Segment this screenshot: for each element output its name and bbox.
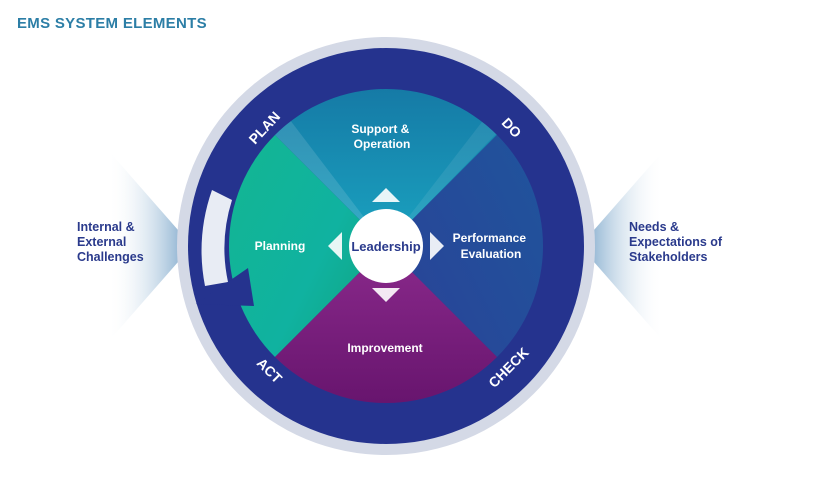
cycle-arrow-head: [196, 268, 254, 306]
quadrant-right-label: Performance Evaluation: [453, 231, 530, 261]
quadrant-top-label: Support & Operation: [351, 122, 412, 151]
leadership-circle: [349, 209, 423, 283]
right-input-arrow: [580, 150, 664, 342]
quadrant-left-label: Planning: [255, 239, 306, 253]
left-input-arrow: [108, 150, 192, 342]
arrow-to-bottom: [372, 288, 400, 302]
arrow-to-left: [328, 232, 342, 260]
quadrant-bottom-label: Improvement: [347, 341, 422, 355]
leadership-label: Leadership: [351, 239, 420, 254]
cycle-ring-gap: [201, 190, 232, 286]
arrow-to-right: [430, 232, 444, 260]
page-title: EMS SYSTEM ELEMENTS: [17, 15, 207, 32]
internal-external-challenges-label: Internal & External Challenges: [77, 220, 144, 264]
arrow-to-top: [372, 188, 400, 202]
stakeholder-needs-label: Needs & Expectations of Stakeholders: [629, 220, 723, 264]
